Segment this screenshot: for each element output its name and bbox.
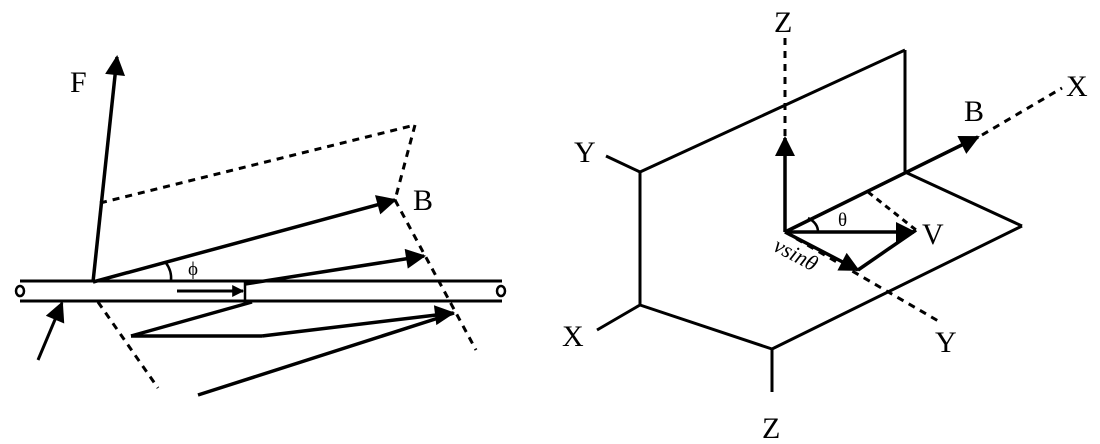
x-axis-dashed (981, 86, 1063, 137)
y-axis-stub (605, 154, 641, 174)
pointer-arrow (36, 301, 65, 361)
x-axis-stub (596, 303, 641, 332)
angle-arc-phi (164, 262, 173, 282)
component-connector (857, 228, 917, 272)
left-diagram: F B ϕ (14, 55, 507, 397)
vertical-plane (638, 48, 907, 305)
force-label: F (70, 66, 87, 99)
field-vector-3-tail (261, 305, 455, 338)
y-label-bottom: Y (935, 326, 957, 359)
force-plane-outline (99, 123, 417, 205)
field-label-right: B (964, 95, 984, 128)
angle-arc-theta (807, 216, 820, 233)
projection-dashed (867, 190, 917, 232)
x-label-right: X (1066, 70, 1088, 103)
field-boundary-lines (96, 199, 478, 389)
z-label-bottom: Z (762, 412, 780, 444)
right-diagram: Y X Z Z B X Y V θ vsinθ (562, 6, 1088, 444)
horizontal-plane (639, 170, 1023, 351)
component-vector (784, 230, 860, 272)
field-vector-4 (197, 311, 455, 397)
field-vector-main (92, 195, 397, 284)
conductor-rod (14, 279, 507, 303)
field-vector-2 (244, 248, 426, 286)
force-vector (91, 55, 126, 283)
angle-label-phi: ϕ (188, 259, 198, 280)
y-label-left: Y (574, 136, 596, 169)
field-axis-solid (784, 135, 980, 234)
angle-label-theta: θ (838, 210, 847, 231)
x-label-left: X (562, 320, 584, 353)
z-label-top: Z (774, 6, 792, 39)
field-label-left: B (413, 184, 433, 217)
velocity-label: V (922, 218, 944, 251)
field-vector-3 (130, 300, 253, 338)
